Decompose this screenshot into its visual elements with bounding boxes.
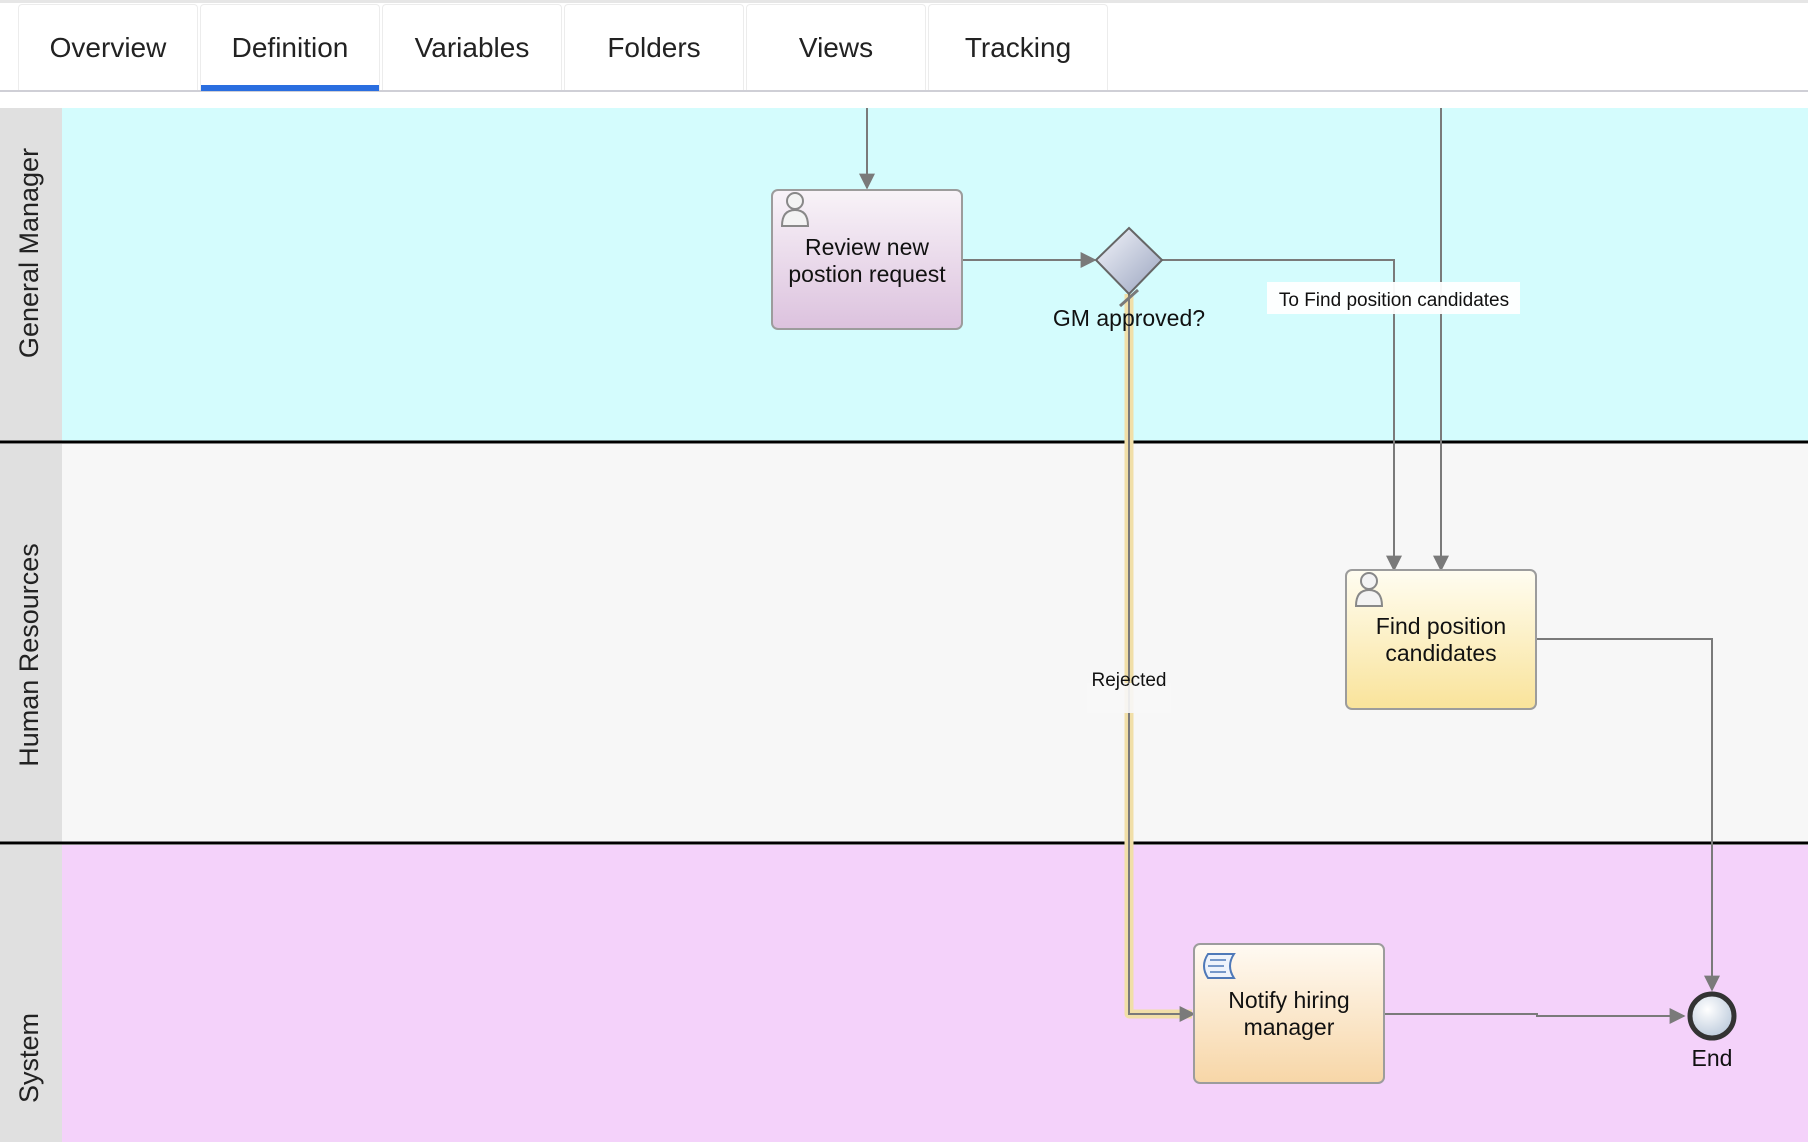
- tab-overview[interactable]: Overview: [18, 4, 198, 90]
- lane-header: [0, 444, 62, 842]
- task-label-line1: Review new: [805, 234, 929, 260]
- task-box: [1345, 569, 1537, 710]
- gateway-label: GM approved?: [1053, 305, 1205, 331]
- tab-bar: Overview Definition Variables Folders Vi…: [0, 3, 1808, 92]
- end-event-circle: [1687, 991, 1737, 1041]
- task-label-line2: manager: [1244, 1014, 1335, 1040]
- task-label-line2: postion request: [788, 261, 946, 287]
- lane-body: [62, 444, 1808, 842]
- lane-body: [62, 845, 1808, 1142]
- lane-header: [0, 845, 62, 1142]
- task-label-line1: Find position: [1376, 613, 1506, 639]
- flow-label-text: To Find position candidates: [1279, 290, 1509, 311]
- gateway-gm-approved[interactable]: GM approved?: [1053, 226, 1205, 331]
- top-border: [0, 0, 1808, 3]
- flow-find-to-end[interactable]: [1537, 638, 1720, 992]
- lane-header: [0, 108, 62, 442]
- lane-label-system: System: [14, 1013, 44, 1103]
- tab-views[interactable]: Views: [746, 4, 926, 90]
- process-diagram: General Manager Human Resources System T…: [0, 108, 1808, 1142]
- task-label-line2: candidates: [1385, 640, 1496, 666]
- tab-folders[interactable]: Folders: [564, 4, 744, 90]
- tab-definition[interactable]: Definition: [200, 4, 380, 91]
- flow-notify-to-end[interactable]: [1384, 1008, 1686, 1024]
- lane-system: System: [0, 845, 1808, 1142]
- lane-label-human-resources: Human Resources: [14, 543, 44, 767]
- flow-label-rejected: Rejected: [1087, 670, 1171, 713]
- tab-variables[interactable]: Variables: [382, 4, 562, 90]
- diagram-canvas: General Manager Human Resources System T…: [0, 108, 1808, 1142]
- end-event-label: End: [1692, 1045, 1733, 1071]
- tab-tracking[interactable]: Tracking: [928, 4, 1108, 90]
- user-icon: [780, 192, 810, 227]
- task-find-position-candidates[interactable]: Find position candidates: [1345, 569, 1537, 710]
- task-box: [1193, 943, 1385, 1084]
- task-review-position-request[interactable]: Review new postion request: [771, 189, 963, 330]
- task-label-line1: Notify hiring: [1228, 987, 1349, 1013]
- flow-label-bg: [1087, 683, 1171, 713]
- gateway-diamond: [1094, 226, 1164, 296]
- flow-label-text: Rejected: [1092, 670, 1167, 691]
- end-event[interactable]: End: [1687, 991, 1737, 1071]
- flow-line: [1128, 294, 1196, 1022]
- user-icon: [1354, 572, 1384, 607]
- task-box: [771, 189, 963, 330]
- lane-label-general-manager: General Manager: [14, 148, 44, 358]
- flow-to-find-candidates[interactable]: [1162, 259, 1402, 572]
- flow-rejected[interactable]: [1119, 288, 1196, 1022]
- task-notify-hiring-manager[interactable]: Notify hiring manager: [1193, 943, 1385, 1084]
- flow-label-to-find: To Find position candidates: [1267, 282, 1520, 314]
- script-icon: [1203, 953, 1236, 979]
- flow-label-bg: [1267, 282, 1520, 314]
- default-flow-slash: [1119, 288, 1139, 308]
